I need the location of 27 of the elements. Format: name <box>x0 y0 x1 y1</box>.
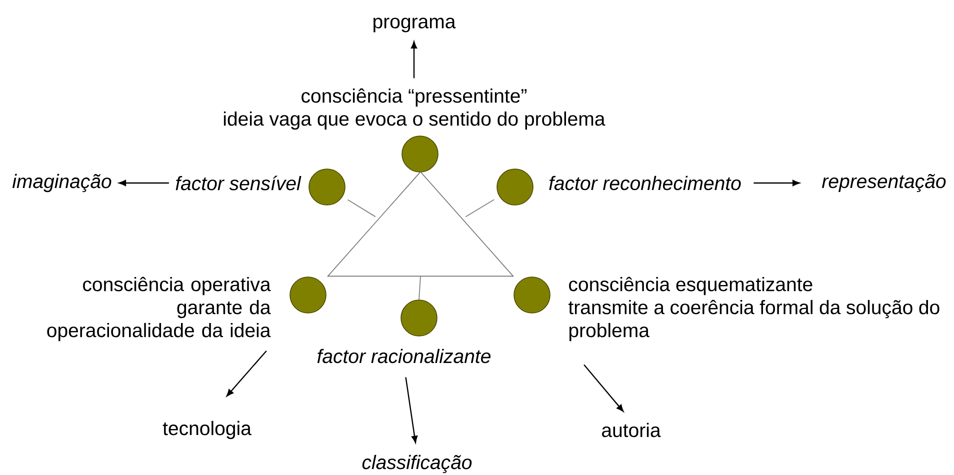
text-label: consciência esquematizante transmite a coerência formal da solução do problema <box>568 276 940 342</box>
circle-marker <box>514 276 550 314</box>
text-label: factor racionalizante <box>317 348 490 364</box>
connector-line <box>418 276 421 300</box>
arrow <box>226 350 267 396</box>
circle-marker <box>308 168 346 206</box>
text-label: programa <box>374 18 456 32</box>
text-label: tecnologia <box>162 420 252 440</box>
text-label: factor reconhecimento <box>549 176 741 190</box>
text-label: consciência “pressentinte” ideia vaga que evoca o sentido do problema <box>224 88 606 130</box>
text-label: factor sensível <box>176 176 302 190</box>
circle-marker <box>290 276 326 314</box>
connector-line <box>465 199 495 218</box>
text-label: autoria <box>602 422 661 438</box>
arrow <box>118 180 169 186</box>
text-label: imaginação <box>12 174 112 192</box>
arrow <box>410 41 418 78</box>
text-label: classificação <box>362 454 472 474</box>
arrow <box>584 364 624 412</box>
arrow <box>405 377 418 444</box>
circle-marker <box>402 136 438 172</box>
circle-marker <box>400 300 438 336</box>
arrow <box>754 180 800 186</box>
text-label: consciência operativa garante da operacionalidade da ideia <box>47 276 271 342</box>
circle-marker <box>496 168 534 206</box>
connector-line <box>347 199 376 218</box>
text-label: representação <box>822 174 946 192</box>
